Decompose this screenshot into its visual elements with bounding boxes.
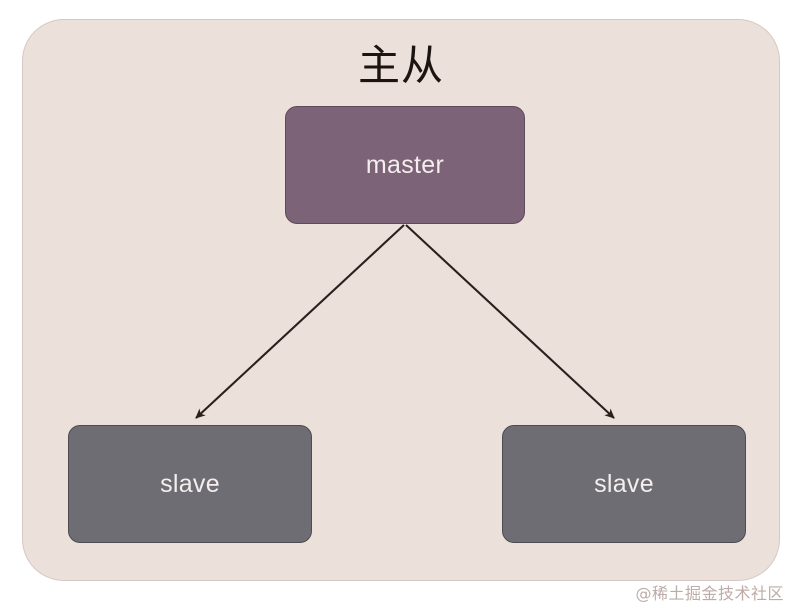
- node-slave-right[interactable]: slave: [502, 425, 746, 543]
- node-slave-left-label: slave: [160, 469, 220, 498]
- watermark: @稀土掘金技术社区: [635, 584, 784, 603]
- node-master[interactable]: master: [285, 106, 525, 224]
- page-title: 主从: [357, 41, 444, 90]
- node-slave-left[interactable]: slave: [68, 425, 312, 543]
- node-master-label: master: [365, 150, 445, 179]
- node-slave-right-label: slave: [594, 469, 654, 498]
